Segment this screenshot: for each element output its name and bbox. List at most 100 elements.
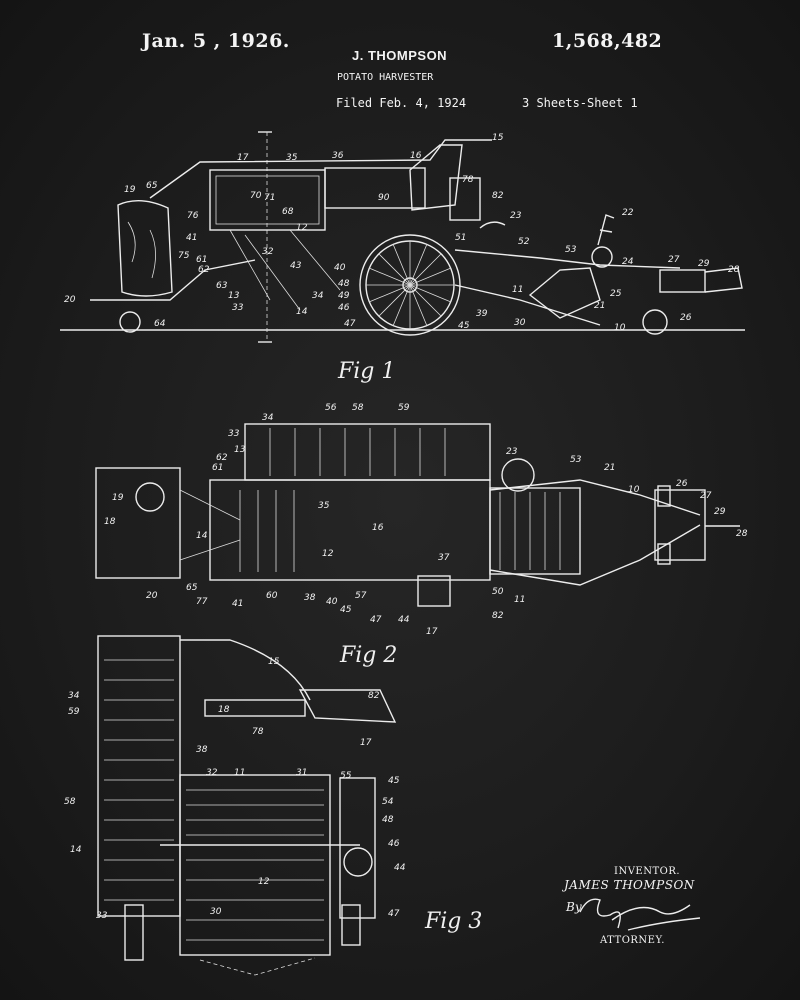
ref-numeral: 33 xyxy=(228,429,240,439)
ref-numeral: 29 xyxy=(698,259,710,269)
ref-numeral: 45 xyxy=(458,321,470,331)
ref-numeral: 45 xyxy=(388,776,400,786)
ref-numeral: 70 xyxy=(250,191,262,201)
elevator-inner xyxy=(215,175,320,225)
main-frame-plan xyxy=(209,479,491,581)
ref-numeral: 27 xyxy=(700,491,712,501)
left-elevator-column xyxy=(97,635,181,917)
ref-numeral: 30 xyxy=(210,907,222,917)
ref-numeral: 12 xyxy=(296,223,308,233)
wheel-left-end xyxy=(124,904,144,961)
front-truck xyxy=(659,269,706,293)
ref-numeral: 17 xyxy=(426,627,438,637)
side-gear-column xyxy=(339,777,376,919)
ref-numeral: 36 xyxy=(332,151,344,161)
ref-numeral: 57 xyxy=(355,591,367,601)
front-beam-upper xyxy=(489,479,701,516)
ref-numeral: 58 xyxy=(352,403,364,413)
figure-2-label: Fig 2 xyxy=(339,643,397,668)
roller xyxy=(204,699,306,717)
ref-numeral: 26 xyxy=(676,479,688,489)
ref-numeral: 82 xyxy=(492,611,504,621)
ref-numeral: 28 xyxy=(728,265,740,275)
by-label: By xyxy=(566,900,582,914)
ref-numeral: 11 xyxy=(234,768,245,778)
ref-numeral: 14 xyxy=(196,531,208,541)
ref-numeral: 53 xyxy=(565,245,577,255)
conveyor-slats xyxy=(239,490,295,572)
sack-holder-plan xyxy=(135,482,165,512)
ref-numeral: 23 xyxy=(510,211,522,221)
ref-numeral: 61 xyxy=(212,463,223,473)
ref-numeral: 15 xyxy=(492,133,504,143)
ref-numeral: 53 xyxy=(570,455,582,465)
rear-platform xyxy=(95,467,181,579)
patent-title: POTATO HARVESTER xyxy=(337,72,434,83)
ref-numeral: 24 xyxy=(622,257,634,267)
ref-numeral: 16 xyxy=(372,523,384,533)
ref-numeral: 54 xyxy=(382,797,394,807)
ref-numeral: 15 xyxy=(268,657,280,667)
chute-curve xyxy=(180,639,311,701)
ref-numeral: 35 xyxy=(286,153,298,163)
ref-numeral: 75 xyxy=(178,251,190,261)
ref-numeral: 32 xyxy=(262,247,274,257)
ref-numeral: 23 xyxy=(506,447,518,457)
ref-numeral: 71 xyxy=(264,193,275,203)
ref-numeral: 11 xyxy=(514,595,525,605)
ref-numeral: 18 xyxy=(104,517,116,527)
ref-numeral: 13 xyxy=(234,445,246,455)
ref-numeral: 82 xyxy=(368,691,380,701)
front-wheel xyxy=(642,309,668,335)
ref-numeral: 48 xyxy=(382,815,394,825)
ref-numeral: 46 xyxy=(388,839,400,849)
ref-numeral: 45 xyxy=(340,605,352,615)
figure-3-end-view xyxy=(97,635,397,976)
rear-caster-wheel xyxy=(119,311,141,333)
ref-numeral: 19 xyxy=(124,185,136,195)
ref-numeral: 61 xyxy=(196,255,207,265)
center-conveyor xyxy=(179,774,331,956)
ref-numeral: 64 xyxy=(154,319,166,329)
draft-beam xyxy=(454,249,681,269)
front-wheel-right xyxy=(657,543,671,565)
ref-numeral: 76 xyxy=(187,211,199,221)
ref-numeral: 40 xyxy=(326,597,338,607)
front-sprocket xyxy=(591,246,613,268)
patent-number: 1,568,482 xyxy=(552,30,663,52)
ref-numeral: 25 xyxy=(610,289,622,299)
ref-numeral: 41 xyxy=(186,233,197,243)
ref-numeral: 47 xyxy=(370,615,382,625)
ref-numeral: 78 xyxy=(462,175,474,185)
rear-frame xyxy=(90,259,256,301)
ref-numeral: 55 xyxy=(340,771,352,781)
linkage-rods xyxy=(229,229,341,311)
ref-numeral: 78 xyxy=(252,727,264,737)
ref-numeral: 20 xyxy=(146,591,158,601)
ref-numeral: 47 xyxy=(344,319,356,329)
figure-1-label: Fig 1 xyxy=(337,359,395,384)
elevator-plan xyxy=(244,423,491,481)
elevator-slats xyxy=(269,428,446,476)
front-wheel-left xyxy=(657,485,671,507)
ref-numeral: 37 xyxy=(438,553,450,563)
ref-numeral: 27 xyxy=(668,255,680,265)
figure-3-label: Fig 3 xyxy=(424,909,482,934)
ref-numeral: 63 xyxy=(216,281,228,291)
ref-numeral: 12 xyxy=(258,877,270,887)
ref-numeral: 56 xyxy=(325,403,337,413)
digger-bars xyxy=(499,492,561,570)
main-wheel-spokes xyxy=(366,241,454,329)
ref-numeral: 44 xyxy=(398,615,410,625)
ref-numeral: 31 xyxy=(296,768,307,778)
ref-numeral: 19 xyxy=(112,493,124,503)
filed-date: Filed Feb. 4, 1924 xyxy=(336,96,467,110)
ref-numeral: 10 xyxy=(614,323,626,333)
ref-numeral: 20 xyxy=(64,295,76,305)
figure-3-numerals: 17 15 34 59 18 82 78 38 32 11 31 55 45 5… xyxy=(64,657,406,921)
attorney-label: ATTORNEY. xyxy=(600,935,665,946)
delivery-chute xyxy=(298,689,397,723)
rear-box xyxy=(449,177,481,221)
seat-plan xyxy=(501,458,535,492)
sack xyxy=(117,200,173,297)
